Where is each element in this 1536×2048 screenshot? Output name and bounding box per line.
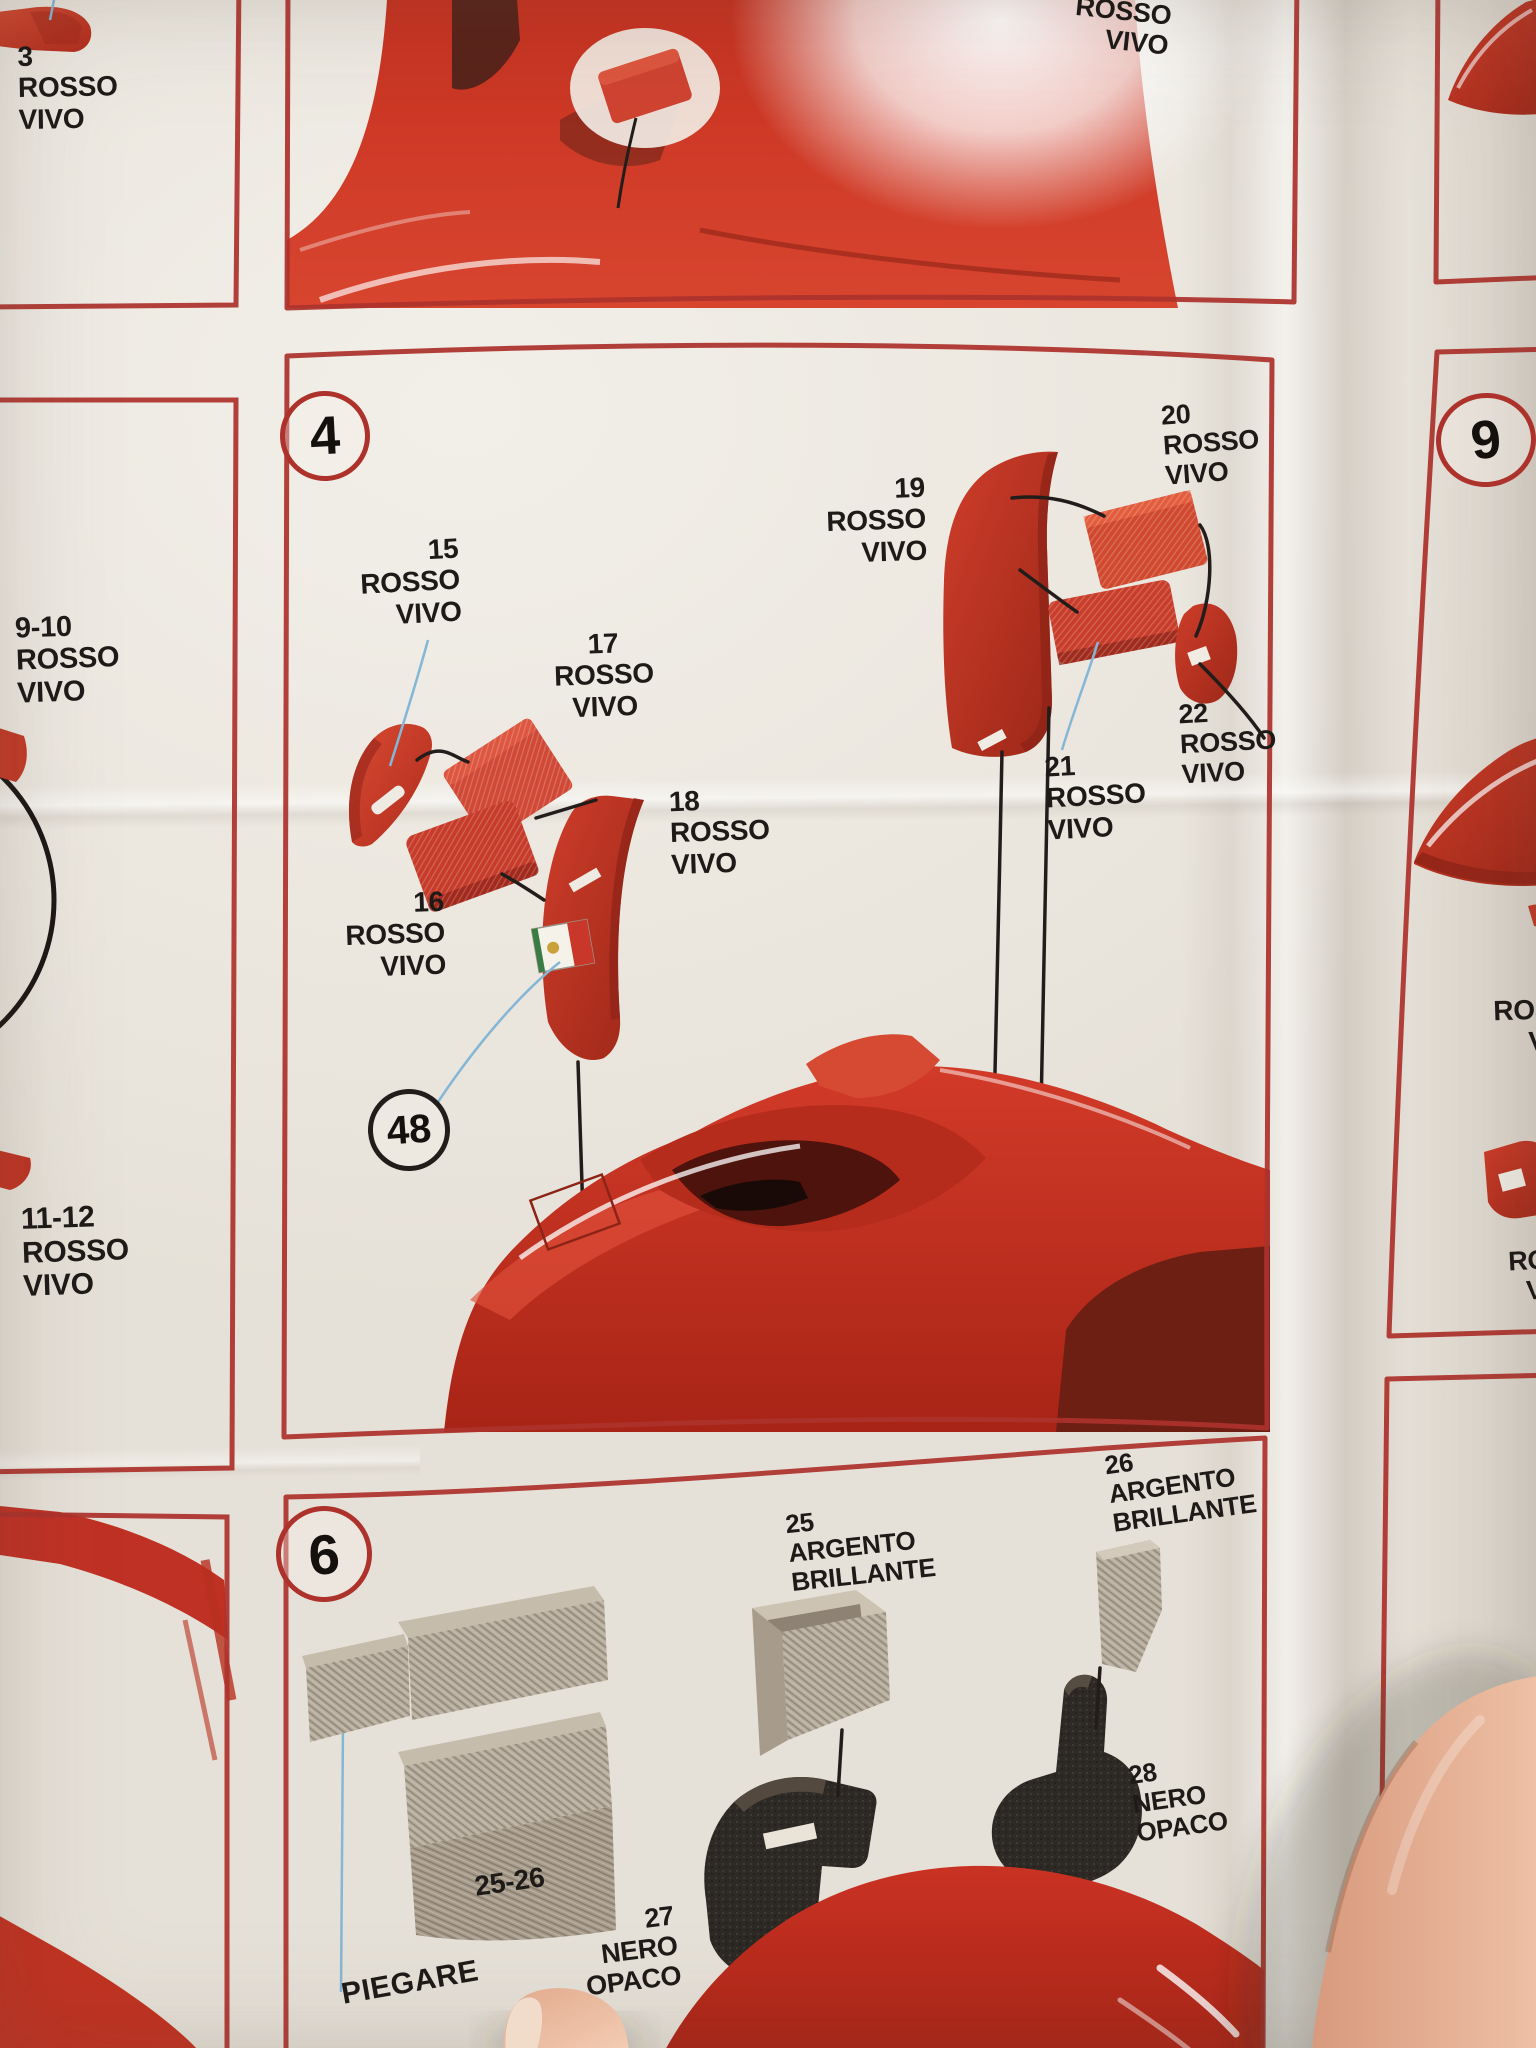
part-3-red-bracket bbox=[0, 0, 92, 52]
panel-top-left-border bbox=[0, 0, 242, 310]
panel-bottom-left-border bbox=[0, 1511, 230, 2048]
part-26-silver-panel bbox=[1096, 1540, 1162, 1672]
part-17-pad bbox=[443, 718, 573, 842]
panel-left-middle-border bbox=[0, 397, 239, 1475]
part-top-right-red bbox=[1448, 0, 1536, 115]
part-21-pad bbox=[1048, 580, 1181, 666]
part-19-side-panel bbox=[943, 451, 1058, 757]
part-25-26-flat-mesh-A bbox=[302, 1586, 608, 1742]
part-25-silver-box bbox=[752, 1590, 890, 1756]
part-20-pad bbox=[1083, 489, 1208, 589]
panel-top-right-border bbox=[1433, 0, 1536, 285]
car-body-step4 bbox=[444, 1034, 1270, 1432]
part-18-pylon-with-flag bbox=[530, 795, 644, 1061]
callout-blue-lines bbox=[339, 639, 1100, 1993]
thumb bbox=[1312, 1676, 1536, 2048]
part-15-winglet bbox=[348, 723, 432, 847]
part-27-black bbox=[704, 1776, 877, 1978]
panel-step4-border bbox=[281, 342, 1275, 1440]
part-bracket-panel9 bbox=[1484, 1140, 1536, 1219]
ferrari-flag-sticker bbox=[530, 918, 596, 974]
part-25-26-flat-mesh-B bbox=[398, 1712, 616, 1941]
car-body-step6 bbox=[666, 1865, 1264, 2048]
panel-step9-border bbox=[1386, 347, 1536, 1339]
fingertip bbox=[485, 1988, 645, 2048]
part-wing-panel9 bbox=[1414, 738, 1536, 927]
part-22-shell bbox=[1175, 603, 1238, 704]
left-panel-diagram-fragments bbox=[0, 728, 57, 1190]
part-16-pad bbox=[406, 801, 539, 912]
part-28-black bbox=[991, 1674, 1142, 1887]
